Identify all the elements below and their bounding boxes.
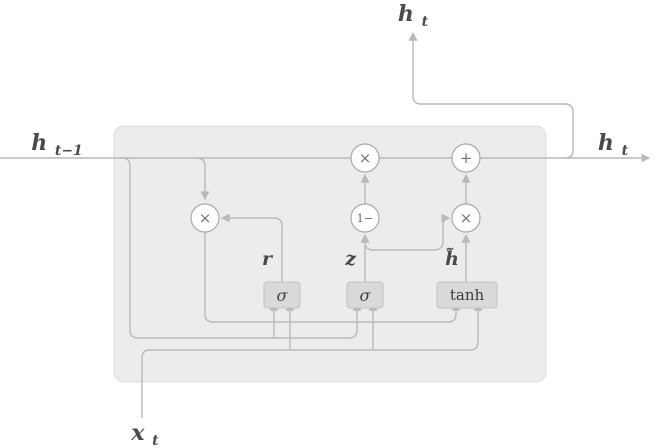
wire-hprev-to-reset-multiply [196, 157, 210, 201]
candidate-tanh: tanh [436, 281, 498, 309]
multiply-symbol: × [460, 209, 473, 227]
label-base: h [398, 1, 414, 27]
multiply-circle [451, 203, 481, 233]
reset-multiply-node: × [190, 203, 220, 233]
sigma-label: σ [360, 286, 372, 305]
one-minus-node: 1− [350, 203, 380, 233]
update-multiply-node: × [451, 203, 481, 233]
wire-sigma-r-to-reset-multiply [220, 213, 283, 282]
multiply-circle [350, 143, 380, 173]
one-minus-symbol: 1− [357, 211, 374, 225]
wire-xt-bus [141, 301, 483, 418]
reset-gate-sigma: σ [263, 281, 301, 309]
add-symbol: + [460, 149, 473, 167]
label-base: h [598, 130, 614, 156]
multiply-circle [190, 203, 220, 233]
sigma-label: σ [277, 286, 289, 305]
wire-hprev-bus [121, 157, 362, 339]
output-label-right: h t [598, 130, 629, 159]
reset-gate-label: r [262, 248, 274, 270]
one-minus-circle [350, 203, 380, 233]
label-base: x [130, 420, 145, 446]
tanh-label: tanh [450, 286, 485, 304]
label-subscript: t [422, 14, 429, 30]
update-gate-sigma: σ [346, 281, 384, 309]
sigma-box [263, 281, 301, 309]
add-circle [451, 143, 481, 173]
multiply-symbol: × [359, 149, 372, 167]
state-multiply-node: × [350, 143, 380, 173]
label-subscript: t [152, 433, 159, 448]
multiply-symbol: × [199, 209, 212, 227]
tanh-box [436, 281, 498, 309]
cell-body [113, 125, 547, 383]
candidate-label: h̃ [445, 248, 459, 270]
wire-z-to-update-multiply [364, 213, 451, 251]
state-input-label: h t−1 [31, 130, 83, 159]
wire-reset-product-to-tanh [204, 232, 461, 323]
label-subscript: t−1 [55, 143, 83, 159]
connection-wires [0, 31, 651, 418]
wire-output-branch-top [408, 31, 574, 159]
label-base: h [31, 130, 47, 156]
input-label-bottom: x t [130, 420, 159, 448]
label-subscript: t [622, 143, 629, 159]
sigma-box [346, 281, 384, 309]
update-gate-label: z [344, 248, 357, 270]
add-node: + [451, 143, 481, 173]
output-label-top: h t [398, 1, 429, 30]
